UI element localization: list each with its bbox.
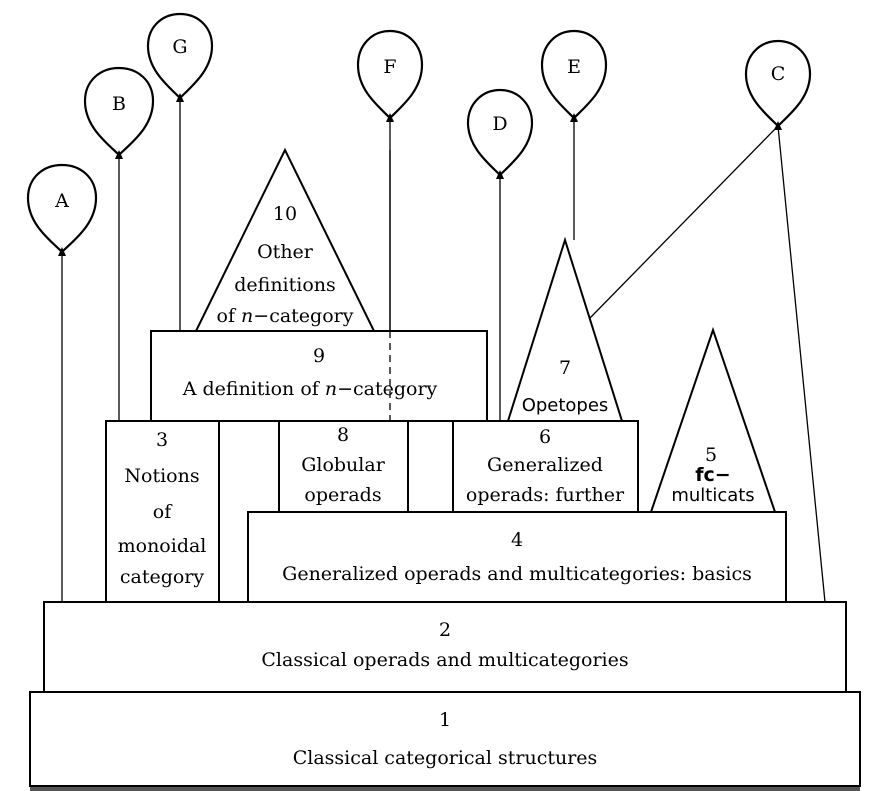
section-3-box: 3 Notions of monoidal category <box>105 420 220 603</box>
section-10-triangle: 10 Other definitions of n−category <box>194 147 391 332</box>
section-10-number: 10 <box>273 203 297 225</box>
appendix-a-balloon: A <box>26 163 98 256</box>
section-4-title: Generalized operads and multicategories:… <box>282 563 752 585</box>
section-9-title: A definition of n−category <box>182 378 438 400</box>
section-10-line3: of n−category <box>217 305 354 327</box>
ground-bar <box>30 784 860 791</box>
appendix-e-label: E <box>567 56 581 78</box>
section-7-number: 7 <box>559 357 571 379</box>
section-8-line2: operads <box>304 484 381 506</box>
section-6-line1: Generalized <box>487 454 603 476</box>
appendix-b-balloon: B <box>83 66 155 159</box>
section-9-box: 9 A definition of n−category <box>150 330 488 422</box>
appendix-f-label: F <box>383 56 396 78</box>
appendix-f-balloon: F <box>356 29 424 122</box>
section-9-number: 9 <box>313 345 325 367</box>
string-c-to-7 <box>589 125 779 319</box>
section-5-line2: multicats <box>671 485 754 506</box>
appendix-c-label: C <box>771 63 786 85</box>
section-5-number: 5 <box>705 444 717 466</box>
section-5-triangle: 5 fc− multicats <box>649 326 777 513</box>
section-4-box: 4 Generalized operads and multicategorie… <box>247 511 787 603</box>
appendix-d-balloon: D <box>466 88 534 179</box>
section-3-line1: Notions <box>124 465 199 487</box>
appendix-g-balloon: G <box>146 12 214 102</box>
string-c-to-2 <box>777 125 826 603</box>
appendix-d-label: D <box>492 113 507 135</box>
section-3-line3: monoidal <box>118 535 207 557</box>
section-2-number: 2 <box>439 619 451 641</box>
section-6-box: 6 Generalized operads: further <box>452 420 639 513</box>
section-6-line2: operads: further <box>466 484 625 506</box>
section-1-number: 1 <box>439 709 451 731</box>
section-1-box: 1 Classical categorical structures <box>29 691 861 787</box>
section-8-line1: Globular <box>301 454 385 476</box>
appendix-c-balloon: C <box>744 39 812 130</box>
section-1-title: Classical categorical structures <box>293 747 598 769</box>
section-3-line4: category <box>120 566 205 588</box>
appendix-a-label: A <box>54 190 69 212</box>
section-4-number: 4 <box>511 529 523 551</box>
appendix-b-label: B <box>112 93 126 115</box>
section-2-title: Classical operads and multicategories <box>261 649 628 671</box>
section-2-box: 2 Classical operads and multicategories <box>43 601 847 693</box>
section-3-line2: of <box>153 501 173 523</box>
section-10-line2: definitions <box>234 274 336 296</box>
section-3-number: 3 <box>156 429 168 451</box>
appendix-g-label: G <box>172 36 187 58</box>
section-7-title: Opetopes <box>522 395 609 416</box>
section-6-number: 6 <box>539 426 551 448</box>
section-8-number: 8 <box>337 424 349 446</box>
appendix-e-balloon: E <box>540 29 608 122</box>
section-5-line1: fc− <box>695 464 730 486</box>
section-7-triangle: 7 Opetopes <box>506 236 624 422</box>
section-8-box: 8 Globular operads <box>278 420 409 513</box>
section-10-line1: Other <box>257 241 314 263</box>
